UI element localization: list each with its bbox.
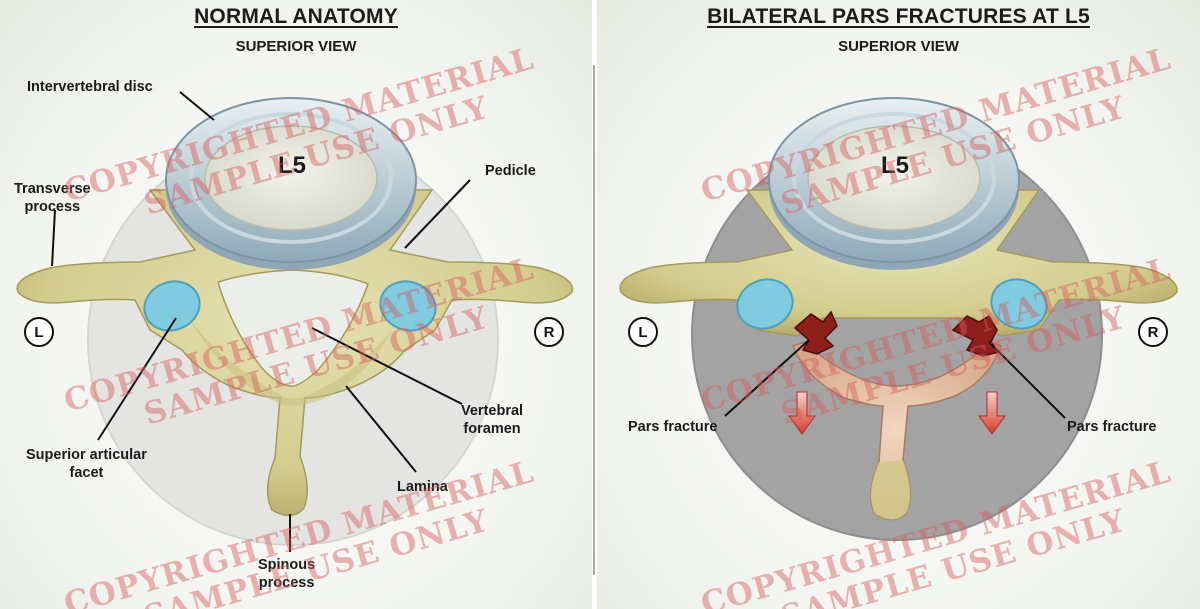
right-pars-fracture-zone <box>951 314 1001 357</box>
label-pedicle: Pedicle <box>485 163 536 179</box>
lamina-shading <box>190 320 392 406</box>
vertebra-level-label: L5 <box>278 152 307 179</box>
label-superior-articular-facet: Superior articular facet <box>26 447 147 481</box>
disc-inner-ring <box>792 112 996 244</box>
label-lamina: Lamina <box>397 479 448 495</box>
right-side-marker: R <box>1138 317 1168 347</box>
disc-nucleus <box>807 125 981 231</box>
detached-posterior-arch <box>792 341 1002 521</box>
right-side-marker: R <box>534 317 564 347</box>
fracture-vertebra-illustration <box>619 97 1178 541</box>
right-facet-cartilage <box>990 278 1048 330</box>
left-side-marker: L <box>24 317 54 347</box>
normal-anatomy-title: NORMAL ANATOMY <box>194 5 398 28</box>
label-pars-fracture-right: Pars fracture <box>1067 419 1157 435</box>
left-facet-cartilage <box>143 280 201 332</box>
label-spinous-process: Spinous process <box>258 557 316 591</box>
normal-anatomy-panel: NORMAL ANATOMY SUPERIOR VIEW <box>0 0 592 609</box>
pars-fracture-title: BILATERAL PARS FRACTURES AT L5 <box>707 5 1090 28</box>
spinous-process-shading <box>870 460 911 520</box>
normal-vertebra-illustration <box>16 91 574 552</box>
fracture-view-subtitle: SUPERIOR VIEW <box>838 38 959 55</box>
vertebra-level-label: L5 <box>881 152 910 179</box>
vertebral-foramen-shape <box>217 269 369 387</box>
panel-divider <box>593 65 595 575</box>
pars-fracture-panel: BILATERAL PARS FRACTURES AT L5 SUPERIOR … <box>597 0 1200 609</box>
disc-inner-ring <box>189 112 393 244</box>
left-displacement-arrow <box>788 391 816 435</box>
label-intervertebral-disc: Intervertebral disc <box>27 79 153 95</box>
right-facet-cartilage <box>379 280 437 332</box>
right-displacement-arrow <box>978 391 1006 435</box>
label-pars-fracture-left: Pars fracture <box>628 419 718 435</box>
left-facet-cartilage <box>736 278 794 330</box>
left-pars-fracture-zone <box>793 310 838 355</box>
left-side-marker: L <box>628 317 658 347</box>
label-transverse-process: Transverse process <box>14 181 91 215</box>
label-vertebral-foramen: Vertebral foramen <box>461 403 524 437</box>
disc-nucleus <box>204 125 378 231</box>
normal-view-subtitle: SUPERIOR VIEW <box>235 38 357 55</box>
